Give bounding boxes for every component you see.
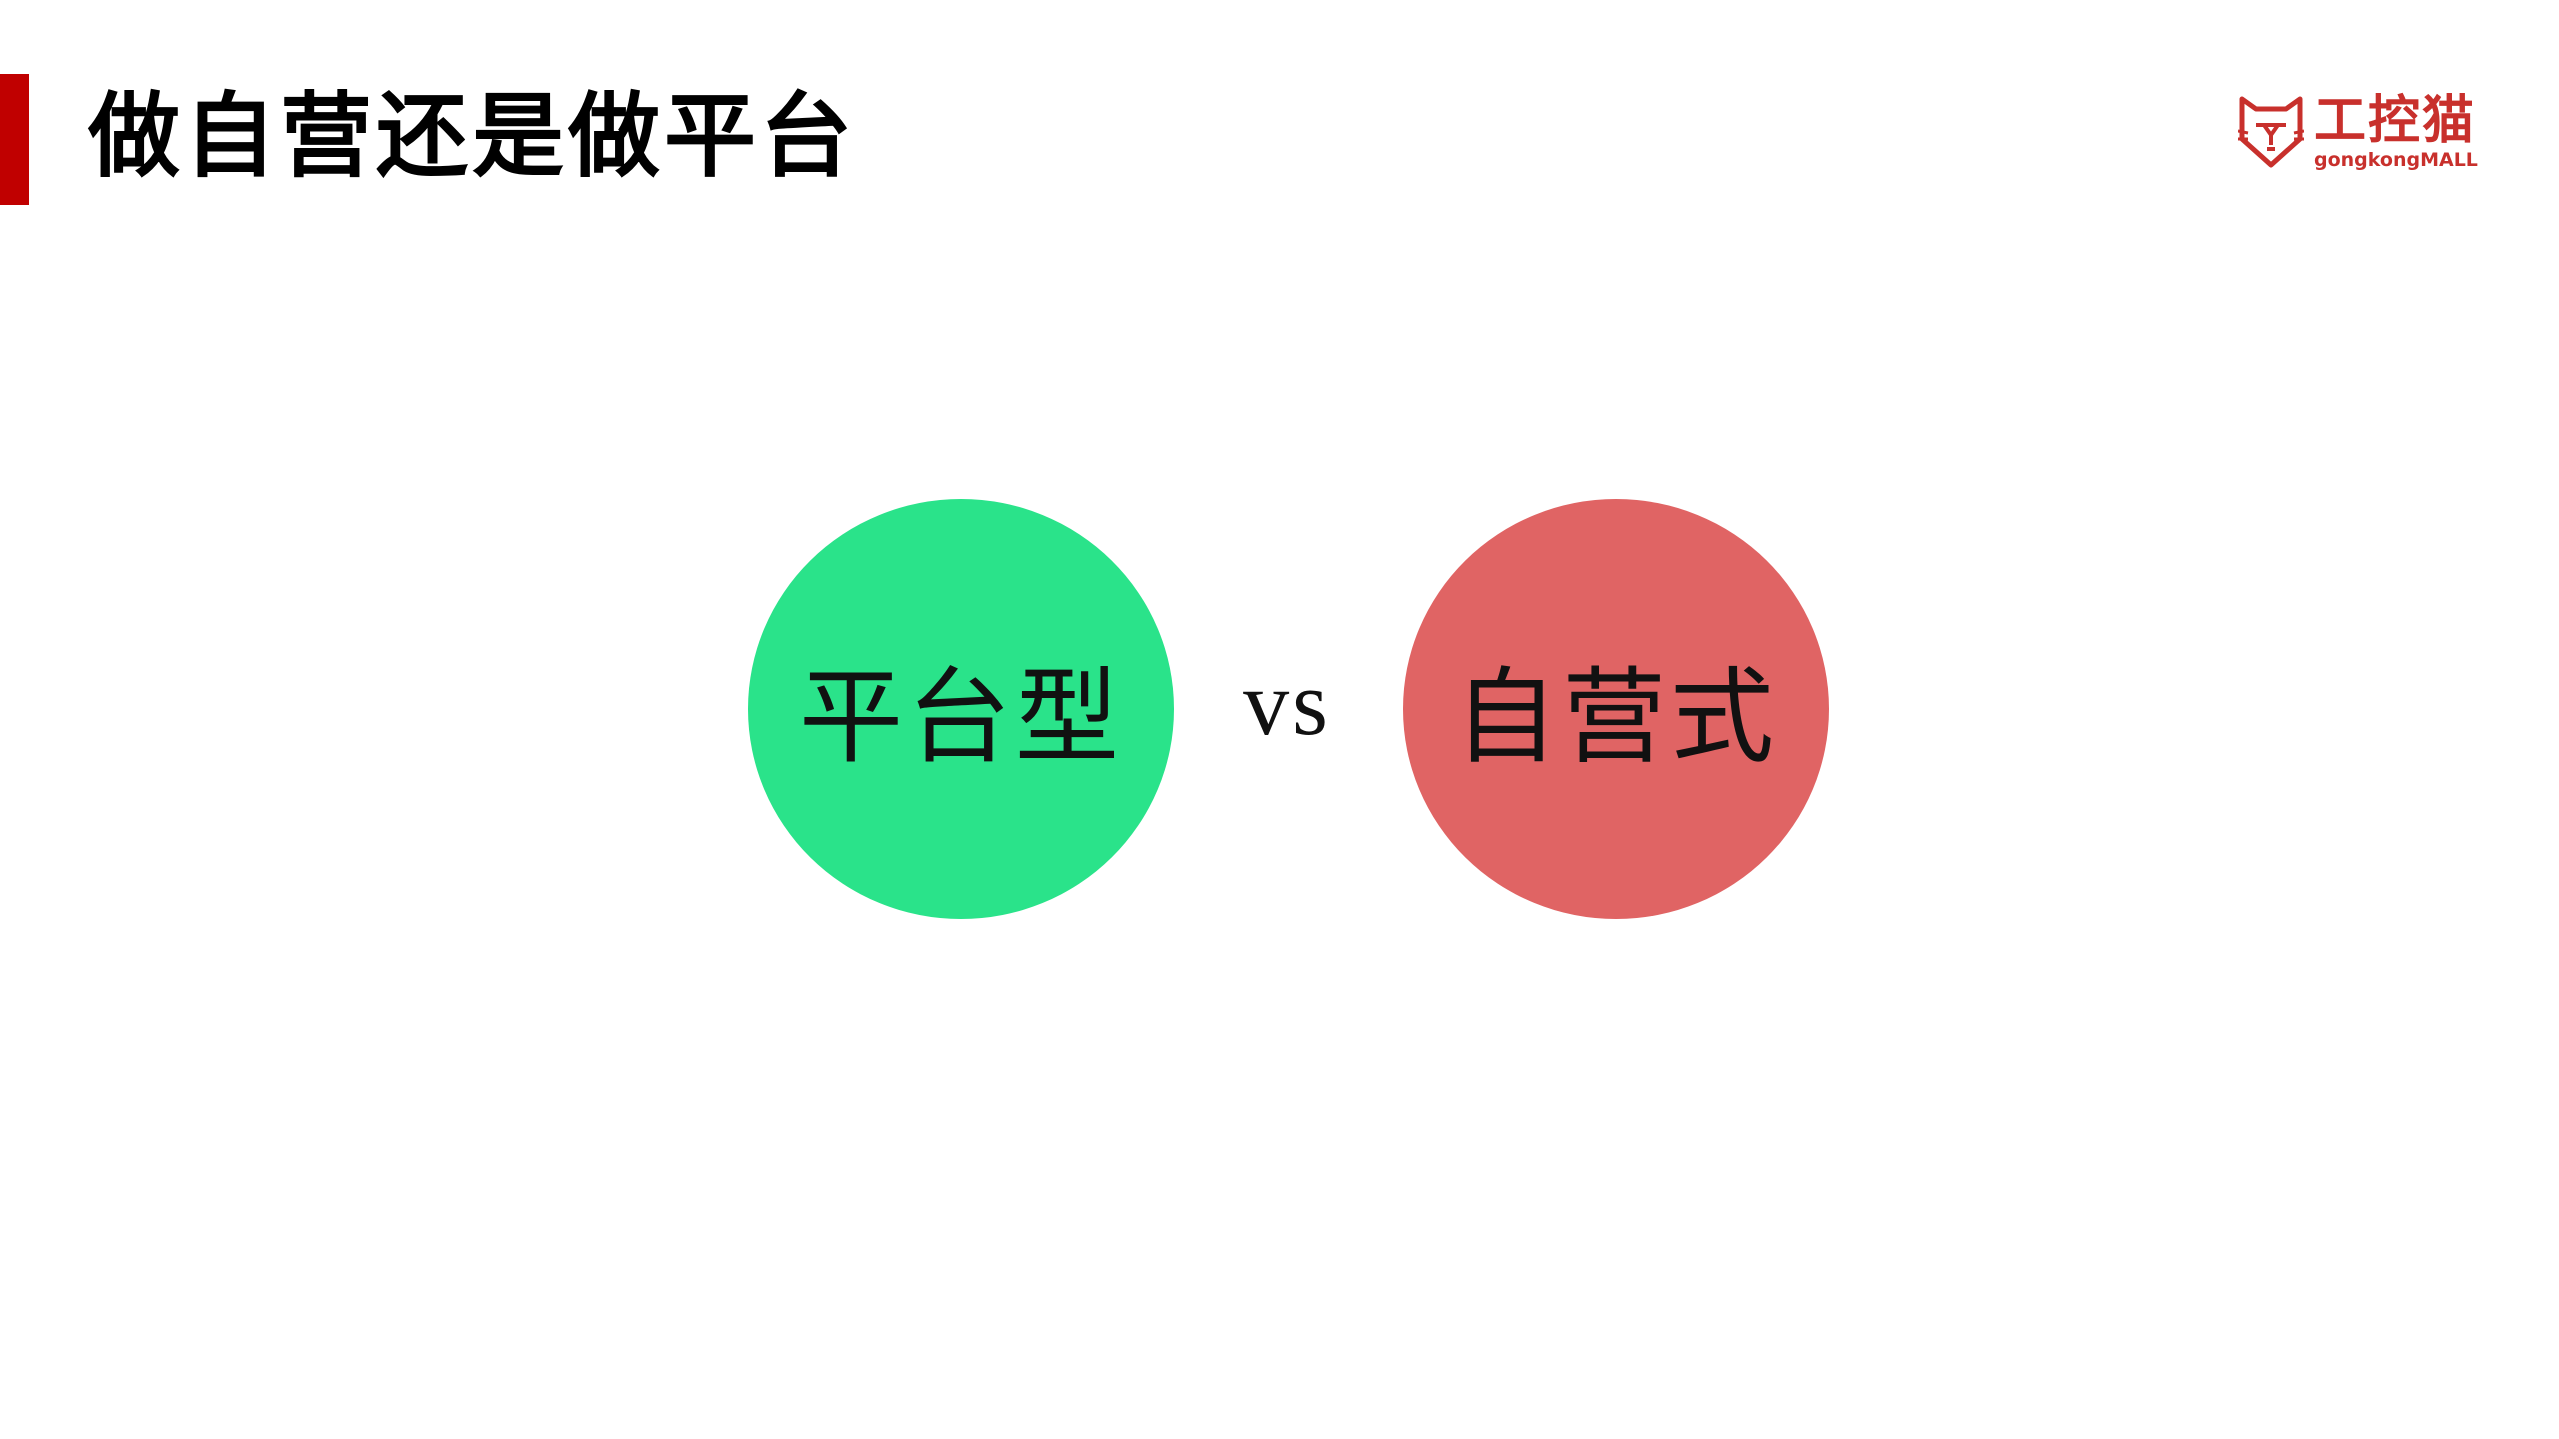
self-operated-model-label: 自营式 <box>1453 655 1778 778</box>
logo-name-en: gongkongMALL <box>2314 148 2478 171</box>
platform-model-label: 平台型 <box>798 655 1123 778</box>
versus-label: vs <box>1243 652 1331 754</box>
cat-shield-icon <box>2238 96 2304 168</box>
logo-name-cn: 工控猫 <box>2314 90 2477 151</box>
slide-title: 做自营还是做平台 <box>88 83 857 190</box>
brand-logo: 工控猫 gongkongMALL <box>2238 94 2498 170</box>
platform-model-circle: 平台型 <box>748 499 1174 919</box>
self-operated-model-circle: 自营式 <box>1403 499 1829 919</box>
title-accent-bar <box>0 74 29 205</box>
